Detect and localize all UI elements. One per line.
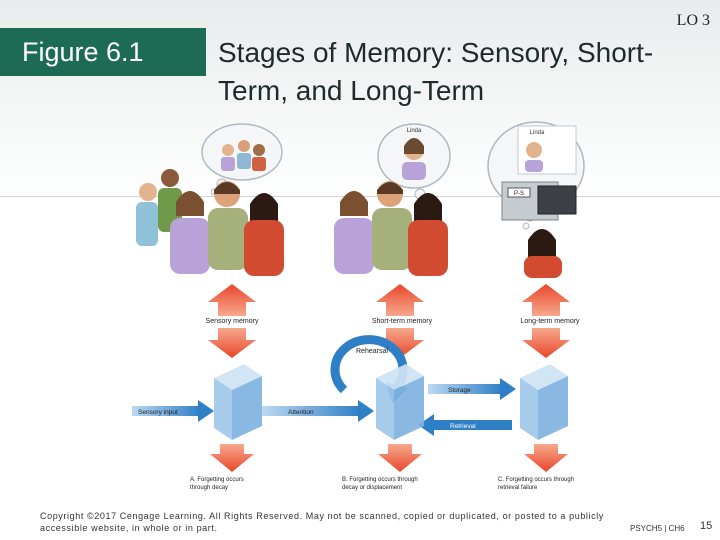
forgetting-caption-a-line1: A. Forgetting occurs xyxy=(190,477,244,483)
stage-arrow-up-long-term xyxy=(522,284,570,316)
forgetting-arrow-short-term xyxy=(378,444,422,472)
forgetting-caption-c-line1: C. Forgetting occurs through xyxy=(498,477,574,483)
forgetting-arrow-long-term xyxy=(524,444,568,472)
flow-label-rehearsal: Rehearsal xyxy=(356,348,388,355)
thought-bubble-sensory xyxy=(201,123,283,196)
memory-cube-long-term xyxy=(520,364,568,440)
flow-label-attention: Attention xyxy=(288,409,314,416)
thought-bubble-long-term: Linda P-S xyxy=(487,121,585,230)
flow-label-retrieval: Retrieval xyxy=(450,423,476,430)
figure-label-text: Figure 6.1 xyxy=(22,36,144,67)
memory-stages-diagram: Linda Linda P-S xyxy=(132,121,585,491)
flow-label-storage: Storage xyxy=(448,387,471,394)
retrieval-arrow xyxy=(418,414,512,436)
stage-label-short-term: Short-term memory xyxy=(372,318,433,325)
people-group-sensory xyxy=(136,169,284,276)
sensory-input-arrow xyxy=(132,400,214,422)
person-long-term xyxy=(524,229,562,278)
file-cabinet-label: P-S xyxy=(514,191,524,197)
figure-label: Figure 6.1 xyxy=(0,28,206,76)
course-code: PSYCH5 | CH6 xyxy=(630,524,685,533)
stage-label-long-term: Long-term memory xyxy=(520,318,580,325)
forgetting-arrow-sensory xyxy=(210,444,254,472)
stage-arrow-up-sensory xyxy=(208,284,256,316)
bubble-name-long-term: Linda xyxy=(530,130,545,136)
page-number: 15 xyxy=(700,520,713,532)
copyright-notice: Copyright ©2017 Cengage Learning. All Ri… xyxy=(40,511,604,533)
memory-cube-short-term xyxy=(376,364,424,440)
forgetting-caption-c-line2: retrieval failure xyxy=(498,485,538,491)
memory-cube-sensory xyxy=(214,364,262,440)
stage-arrow-down-sensory xyxy=(208,328,256,358)
slide-title: Stages of Memory: Sensory, Short-Term, a… xyxy=(218,37,654,106)
storage-arrow xyxy=(428,378,516,400)
stage-arrow-up-short-term xyxy=(376,284,424,316)
forgetting-caption-a-line2: through decay xyxy=(190,485,228,491)
attention-arrow xyxy=(262,400,374,422)
forgetting-caption-b-line1: B. Forgetting occurs through xyxy=(342,477,418,483)
stage-arrow-down-short-term xyxy=(376,328,424,358)
bubble-name-short-term: Linda xyxy=(407,128,422,134)
stage-arrow-down-long-term xyxy=(522,328,570,358)
forgetting-caption-b-line2: decay or displacement xyxy=(342,485,402,491)
learning-objective: LO 3 xyxy=(676,12,710,29)
stage-label-sensory: Sensory memory xyxy=(206,318,259,325)
flow-label-sensory-input: Sensory input xyxy=(138,409,178,416)
people-group-short-term xyxy=(334,181,448,276)
